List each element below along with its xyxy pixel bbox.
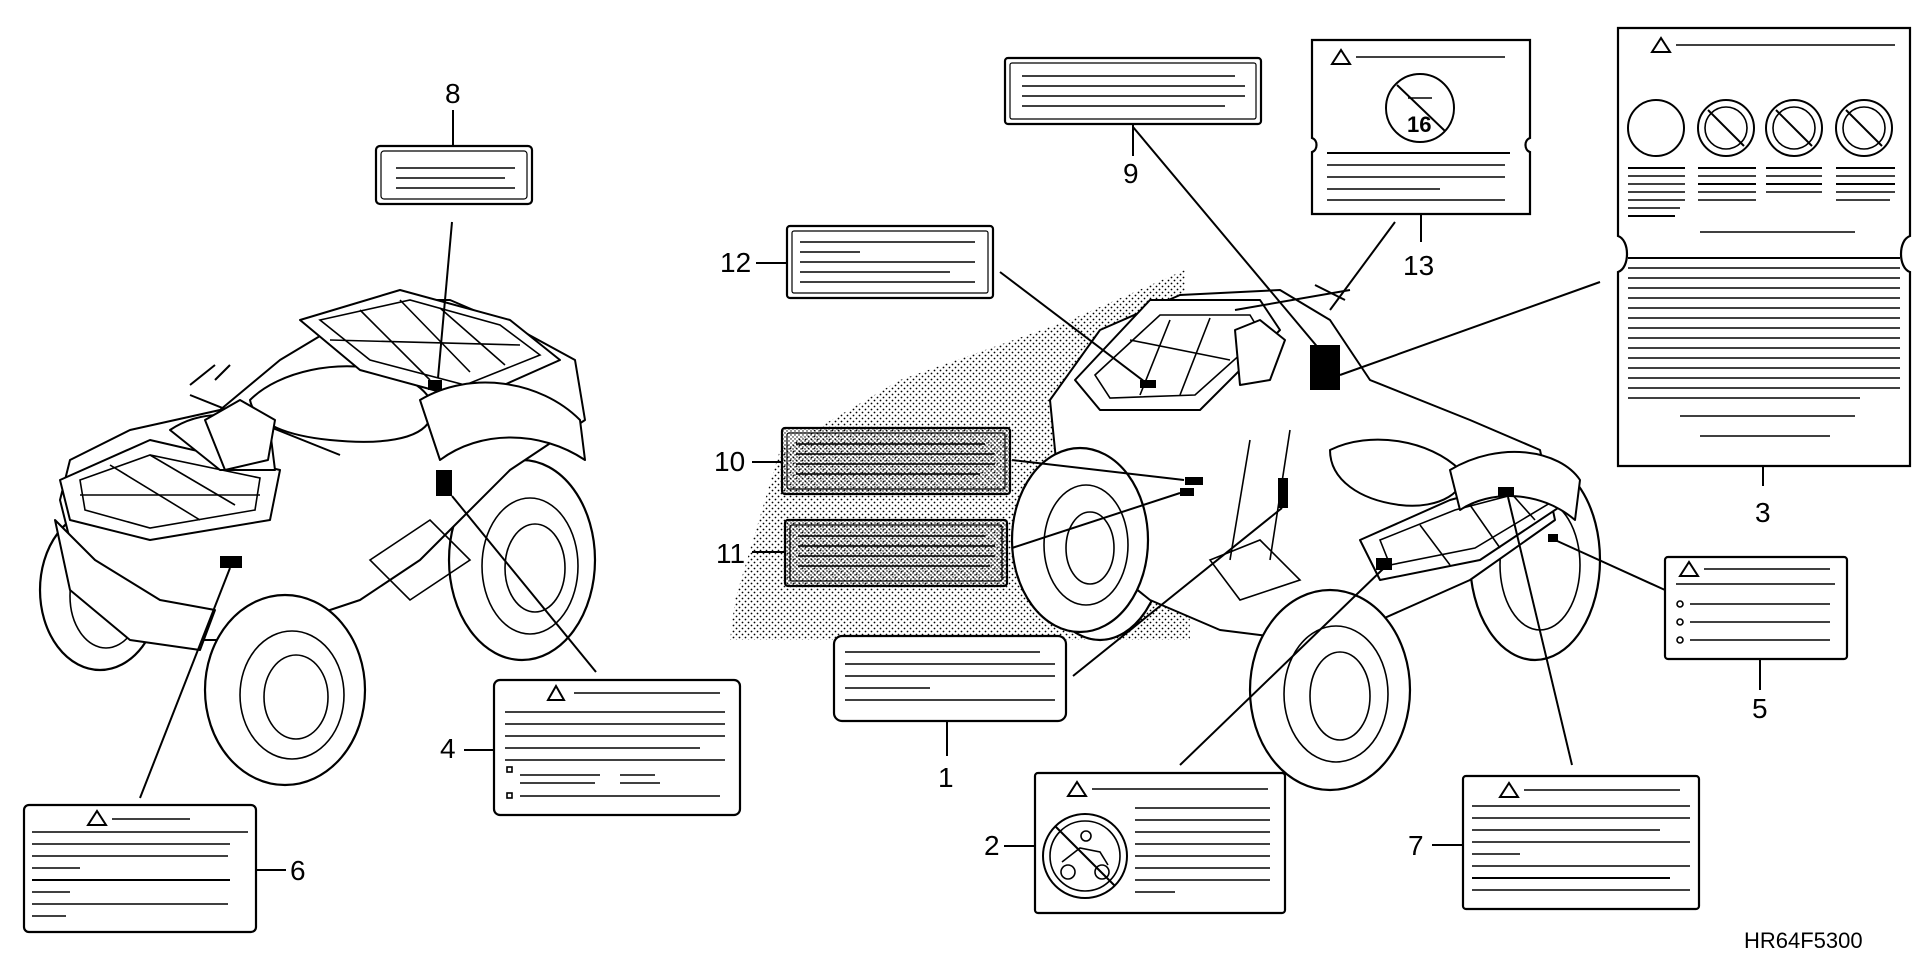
callout-4: 4 <box>440 733 456 764</box>
callout-11: 11 <box>716 538 745 569</box>
callout-6: 6 <box>290 855 306 886</box>
atv-right-mark-1 <box>1278 478 1288 508</box>
callout-5: 5 <box>1752 693 1768 724</box>
label-10: 10 <box>714 426 1012 496</box>
atv-right-footwell <box>1208 539 1302 601</box>
bullet-icon <box>506 792 513 799</box>
label-9: 9 <box>1003 56 1263 189</box>
label-7: 7 <box>1408 774 1701 911</box>
atv-right-front-tire-near <box>1010 446 1150 634</box>
diagram-code: HR64F5300 <box>1744 928 1863 953</box>
warning-triangle-icon <box>1066 780 1088 797</box>
bullet-icon <box>1676 600 1684 608</box>
callout-7: 7 <box>1408 830 1424 861</box>
label-3: 3 <box>1616 26 1912 528</box>
label-11: 11 <box>716 518 1009 588</box>
atv-right-mark-11 <box>1180 488 1194 496</box>
atv-left-mark-4 <box>436 470 452 496</box>
atv-left-handlebar <box>189 364 341 471</box>
label-13: 16 13 <box>1310 38 1532 281</box>
label-12: 12 <box>720 224 995 300</box>
callout-13: 13 <box>1403 250 1434 281</box>
age-16-prohibition-icon: 16 <box>1385 73 1455 143</box>
atv-left-rear-right-tire <box>447 458 597 662</box>
label-4: 4 <box>440 678 742 817</box>
bullet-icon <box>1676 636 1684 644</box>
leader-lines <box>139 126 1666 799</box>
label-1: 1 <box>832 634 1068 793</box>
atv-left-rear-rack <box>299 289 561 401</box>
prohibition-icon-2 <box>1765 99 1823 157</box>
no-passenger-prohibition-icon <box>1042 813 1128 899</box>
caution-circle-icon <box>1627 99 1685 157</box>
warning-triangle-icon <box>1650 36 1672 53</box>
prohibition-icon-3 <box>1835 99 1893 157</box>
atv-right-mark-7 <box>1498 487 1514 497</box>
bullet-icon <box>506 766 513 773</box>
svg-text:16: 16 <box>1407 112 1431 137</box>
atv-left-bumper <box>54 519 216 651</box>
atv-left-rear-fender <box>419 381 586 461</box>
atv-right-mark-12 <box>1140 380 1156 388</box>
warning-triangle-icon <box>86 809 108 826</box>
prohibition-icon-1 <box>1697 99 1755 157</box>
callout-8: 8 <box>445 78 461 109</box>
callout-1: 1 <box>938 762 954 793</box>
atv-left-mark-front <box>220 556 242 568</box>
callout-9: 9 <box>1123 158 1139 189</box>
label-8: 8 <box>374 78 534 206</box>
warning-triangle-icon <box>1678 560 1700 577</box>
atv-right-mark-5 <box>1548 534 1558 542</box>
atv-left-mark-8 <box>428 380 442 390</box>
callout-10: 10 <box>714 446 745 477</box>
warning-triangle-icon <box>1330 48 1352 65</box>
atv-right-frame-tube <box>1229 439 1251 561</box>
label-5: 5 <box>1663 555 1849 724</box>
warning-triangle-icon <box>1498 781 1520 798</box>
bullet-icon <box>1676 618 1684 626</box>
atv-left-footwell <box>368 518 472 602</box>
label-3-body-text <box>1628 257 1900 437</box>
label-6: 6 <box>22 803 306 934</box>
atv-right-rear-tire-near <box>1248 588 1412 792</box>
atv-right-mark-10 <box>1185 477 1203 485</box>
atv-right-handlebar <box>1234 284 1351 386</box>
callout-12: 12 <box>720 247 751 278</box>
label-3-column-text <box>1628 167 1895 233</box>
atv-left <box>38 289 597 787</box>
atv-right-mark-2 <box>1376 558 1392 570</box>
warning-triangle-icon <box>546 683 566 701</box>
label-2: 2 <box>984 771 1287 915</box>
atv-right-rear-fender <box>1449 450 1581 521</box>
atv-right-mark-3 <box>1310 345 1340 390</box>
callout-3: 3 <box>1755 497 1771 528</box>
atv-left-front-tire-near <box>203 593 367 787</box>
callout-2: 2 <box>984 830 1000 861</box>
